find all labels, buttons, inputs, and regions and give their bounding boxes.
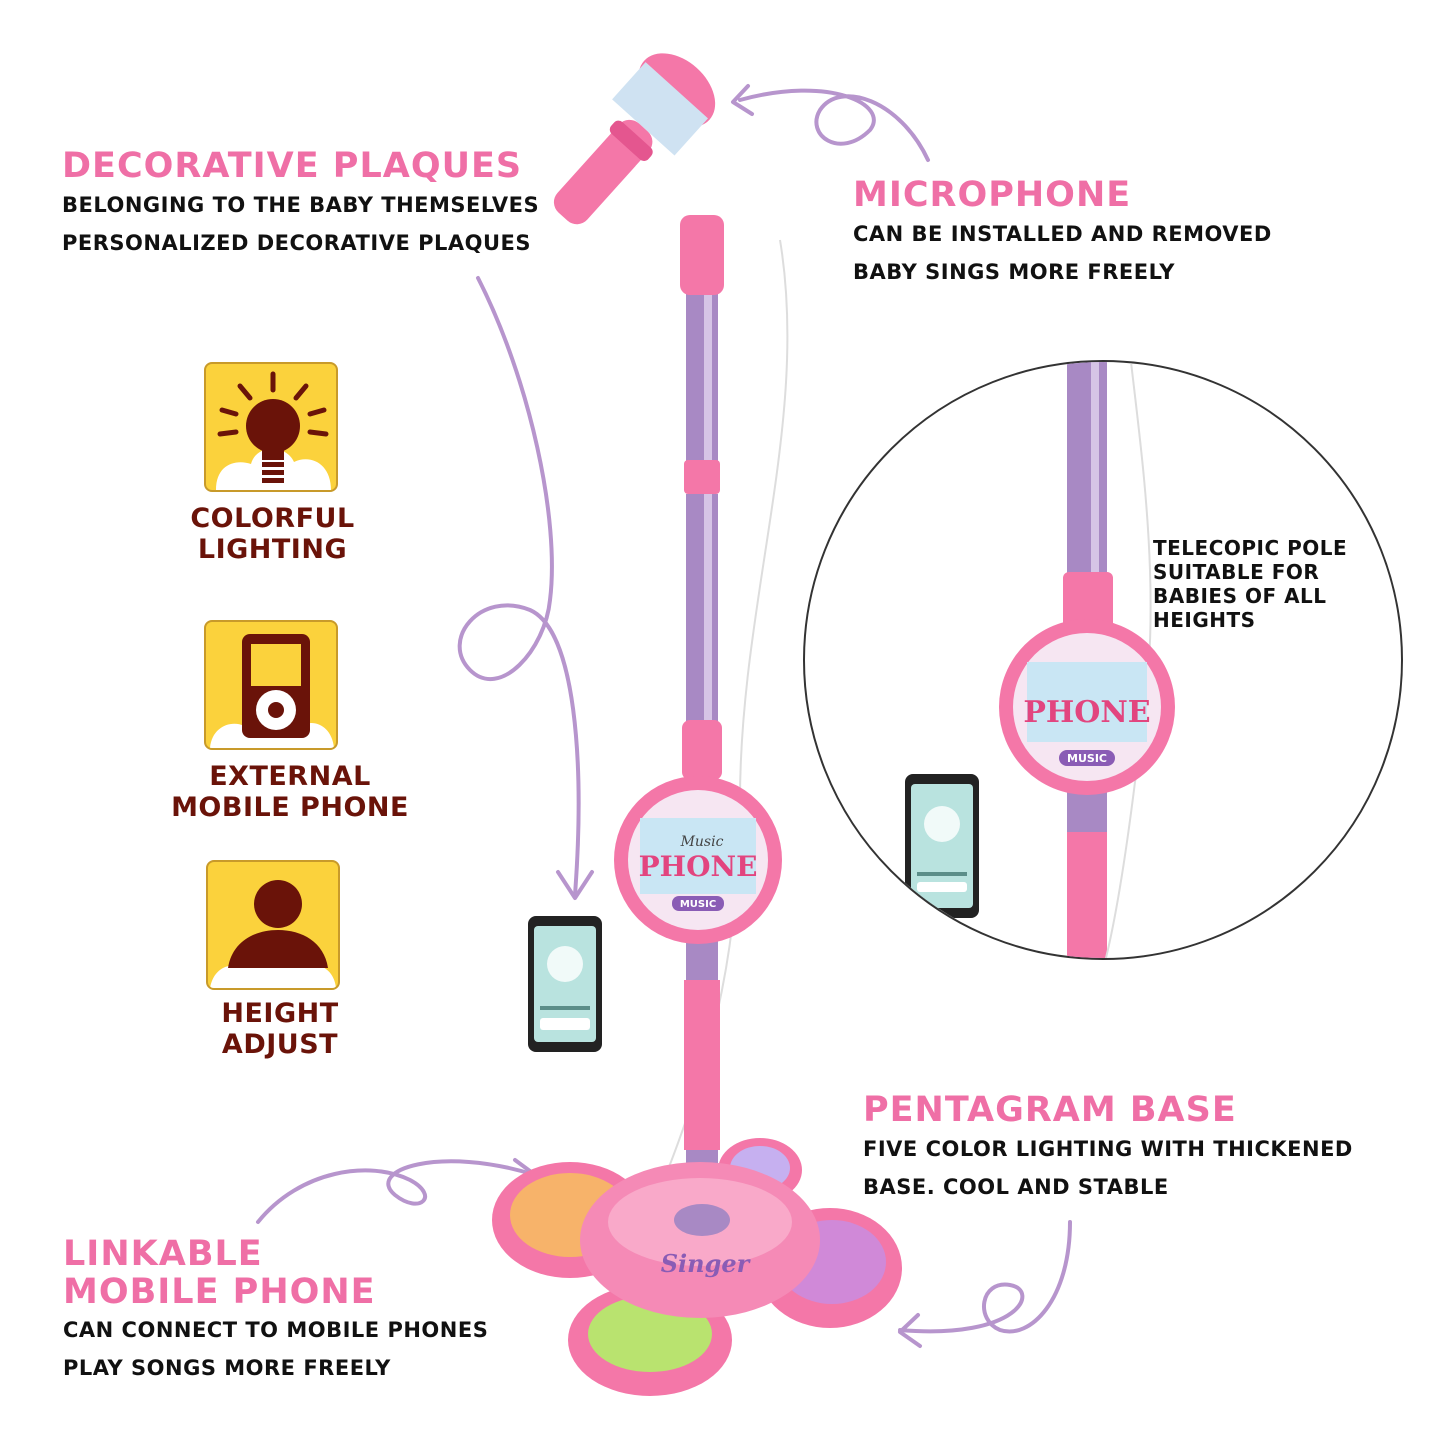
- zoom-circle: PHONE MUSIC: [803, 360, 1403, 960]
- plaque-brand: PHONE: [639, 850, 758, 883]
- microphone-stand-illustration: PHONE Music MUSIC Singer: [492, 53, 902, 1396]
- plaque-script: Music: [680, 834, 724, 850]
- music-player-icon-box: [204, 620, 338, 750]
- person-icon-box: [206, 860, 340, 990]
- linkable-line-1: CAN CONNECT TO MOBILE PHONES: [63, 1318, 489, 1342]
- pentagram-base-section: PENTAGRAM BASE FIVE COLOR LIGHTING WITH …: [863, 1090, 1353, 1206]
- decorative-plaques-section: DECORATIVE PLAQUES BELONGING TO THE BABY…: [62, 146, 539, 262]
- lightbulb-icon-box: [204, 362, 338, 492]
- feature-label-mobile: EXTERNAL MOBILE PHONE: [150, 761, 430, 823]
- microphone-line-1: CAN BE INSTALLED AND REMOVED: [853, 222, 1272, 246]
- base-logo: Singer: [661, 1249, 752, 1278]
- person-icon: [210, 880, 336, 988]
- feature-label-lighting-line-2: LIGHTING: [197, 534, 348, 565]
- plaque-button: MUSIC: [680, 899, 716, 910]
- feature-label-lighting: COLORFUL LIGHTING: [170, 503, 375, 565]
- feature-label-mobile-line-1: EXTERNAL: [209, 761, 371, 792]
- music-player-icon: [210, 634, 334, 748]
- arrow-plaques: [457, 276, 581, 897]
- decorative-plaques-title: DECORATIVE PLAQUES: [62, 146, 523, 186]
- microphone-section: MICROPHONE CAN BE INSTALLED AND REMOVED …: [853, 175, 1272, 291]
- feature-label-lighting-line-1: COLORFUL: [190, 503, 355, 534]
- linkable-title-line-2: MOBILE PHONE: [63, 1272, 376, 1312]
- feature-label-mobile-line-2: MOBILE PHONE: [171, 792, 409, 823]
- feature-label-height-line-2: ADJUST: [221, 1029, 339, 1060]
- telescopic-line-3: BABIES OF ALL: [1153, 584, 1327, 608]
- linkable-title-line-1: LINKABLE: [63, 1234, 263, 1274]
- pentagram-base-title: PENTAGRAM BASE: [863, 1090, 1237, 1130]
- zoom-plaque-button: MUSIC: [1067, 752, 1107, 765]
- decorative-plaques-line-2: PERSONALIZED DECORATIVE PLAQUES: [62, 231, 531, 255]
- microphone-title: MICROPHONE: [853, 175, 1132, 215]
- arrow-linkable: [256, 1159, 537, 1224]
- telescopic-line-1: TELECOPIC POLE: [1153, 536, 1348, 560]
- arrow-microphone: [738, 88, 930, 162]
- linkable-line-2: PLAY SONGS MORE FREELY: [63, 1356, 391, 1380]
- telescopic-line-2: SUITABLE FOR: [1153, 560, 1320, 584]
- zoom-plaque-brand: PHONE: [1023, 695, 1150, 730]
- pentagram-base-line-1: FIVE COLOR LIGHTING WITH THICKENED: [863, 1137, 1353, 1161]
- feature-label-height-line-1: HEIGHT: [221, 998, 339, 1029]
- decorative-plaques-line-1: BELONGING TO THE BABY THEMSELVES: [62, 193, 540, 217]
- lightbulb-icon: [216, 371, 331, 490]
- linkable-phone-section: LINKABLE MOBILE PHONE CAN CONNECT TO MOB…: [63, 1235, 488, 1387]
- feature-label-height: HEIGHT ADJUST: [180, 998, 380, 1060]
- telescopic-line-4: HEIGHTS: [1153, 608, 1256, 632]
- microphone-line-2: BABY SINGS MORE FREELY: [853, 260, 1175, 284]
- arrow-pentagram: [898, 1220, 1072, 1334]
- zoom-pole-illustration: PHONE MUSIC: [905, 362, 1175, 958]
- pentagram-base-line-2: BASE. COOL AND STABLE: [863, 1175, 1169, 1199]
- telescopic-text: TELECOPIC POLE SUITABLE FOR BABIES OF AL…: [1153, 536, 1347, 632]
